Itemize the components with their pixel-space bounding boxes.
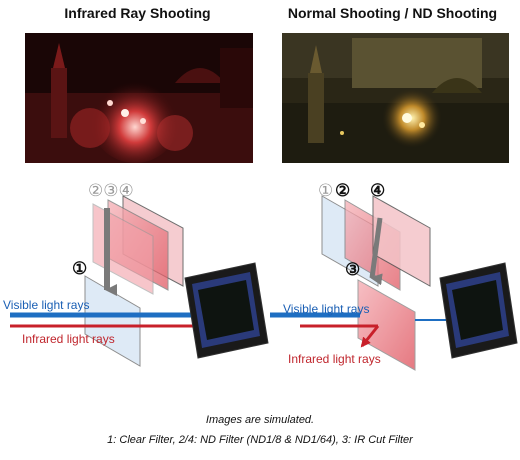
- right-filter-move-arrow: [369, 217, 383, 286]
- title-normal-shooting: Normal Shooting / ND Shooting: [287, 5, 498, 21]
- left-filter-number-1: ①: [72, 259, 88, 278]
- right-infrared-ray-reflect: [360, 325, 380, 348]
- right-infrared-label: Infrared light rays: [288, 352, 381, 366]
- left-image-sensor: [184, 262, 269, 359]
- left-infrared-label: Infrared light rays: [22, 332, 115, 346]
- caption-simulated: Images are simulated.: [205, 414, 315, 426]
- title-infrared-shooting: Infrared Ray Shooting: [64, 5, 211, 21]
- right-ir-cut-filter: [357, 279, 416, 371]
- right-visible-label: Visible light rays: [283, 302, 370, 316]
- right-filter-number-3: ③: [345, 260, 361, 279]
- left-visible-label: Visible light rays: [3, 298, 90, 312]
- right-image-sensor: [439, 262, 518, 359]
- normal-photo: [282, 33, 509, 163]
- left-filter-numbers-234: ②③④: [88, 181, 134, 200]
- right-filter-number-2: ②: [335, 181, 351, 200]
- right-nd-filter-4: [372, 195, 431, 287]
- right-filter-number-1: ①: [318, 181, 334, 200]
- caption-filter-legend: 1: Clear Filter, 2/4: ND Filter (ND1/8 &…: [107, 434, 413, 446]
- left-clear-filter: [84, 275, 141, 367]
- right-filter-number-4: ④: [370, 181, 386, 200]
- filter-diagram: ②③④ ① Visible light rays Infrared light …: [0, 168, 520, 408]
- infrared-photo: [25, 33, 253, 163]
